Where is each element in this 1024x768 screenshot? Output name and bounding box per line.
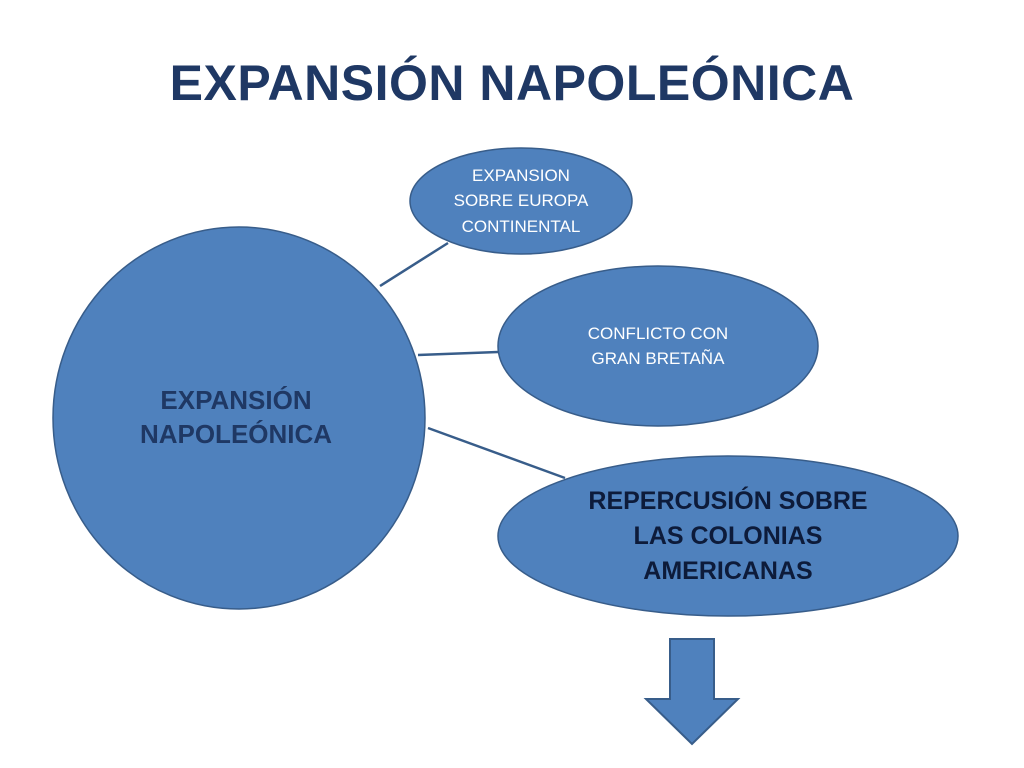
- europa-ellipse: [409, 147, 633, 255]
- connector-colonias: [427, 426, 566, 480]
- colonias-node-label: REPERCUSIÓN SOBRE LAS COLONIAS AMERICANA…: [588, 486, 868, 585]
- europa-node-label: EXPANSION SOBRE EUROPA CONTINENTAL: [453, 165, 589, 236]
- center-circle: [52, 226, 426, 610]
- colonias-ellipse: [497, 455, 959, 617]
- connector-bretana: [417, 350, 499, 357]
- bretana-ellipse: [497, 265, 819, 427]
- center-node-label: EXPANSIÓN NAPOLEÓNICA: [139, 385, 333, 449]
- bretana-node-label: CONFLICTO CON GRAN BRETAÑA: [587, 323, 729, 369]
- connector-europa: [379, 241, 449, 288]
- slide-title: EXPANSIÓN NAPOLEÓNICA: [169, 55, 855, 111]
- down-arrow-icon: [643, 638, 741, 746]
